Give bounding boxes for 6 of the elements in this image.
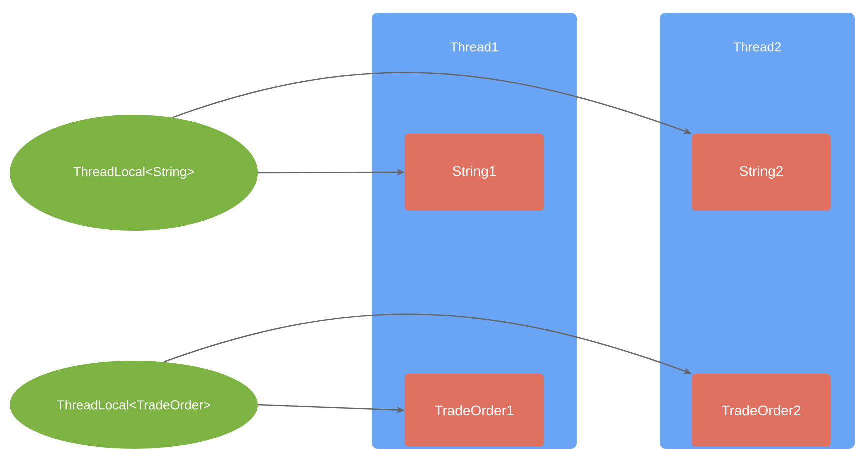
column-heading: Thread2 <box>734 42 782 52</box>
value-box: String2 <box>692 134 831 211</box>
column-heading: Thread1 <box>450 42 498 52</box>
value-box: String1 <box>405 134 544 211</box>
value-box: TradeOrder2 <box>692 374 831 447</box>
value-box: TradeOrder1 <box>405 374 544 447</box>
